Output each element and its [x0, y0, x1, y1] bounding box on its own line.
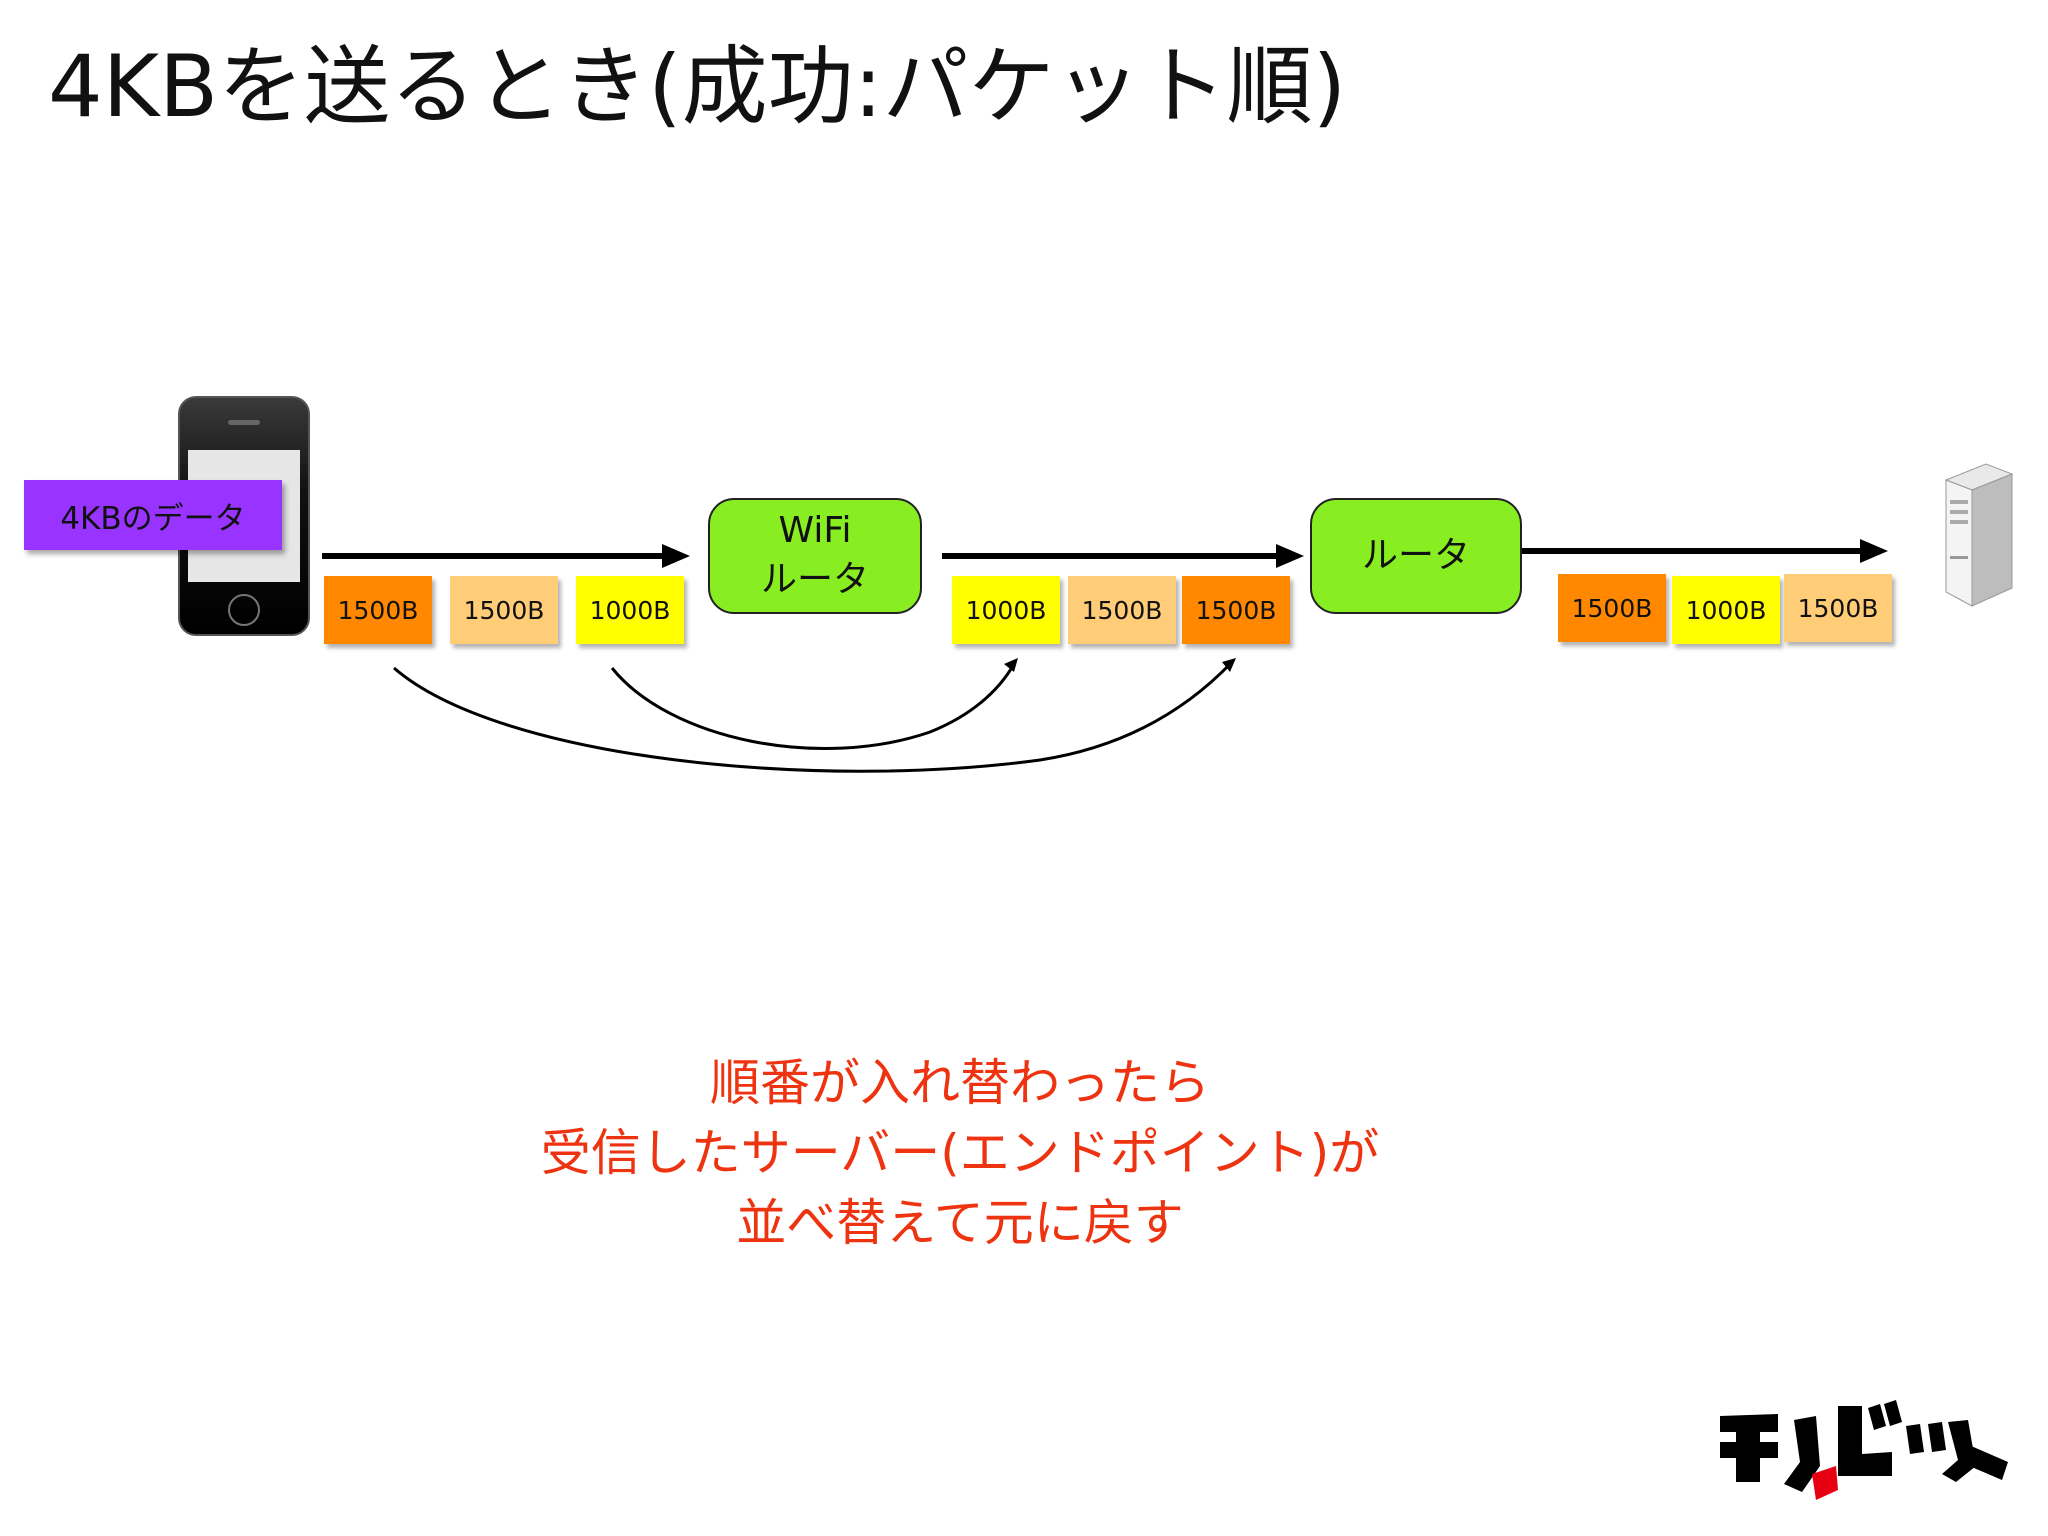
server-icon	[1944, 463, 2014, 607]
packet-sender-3: 1000B	[576, 576, 684, 644]
explanation-note: 順番が入れ替わったら 受信したサーバー(エンドポイント)が 並べ替えて元に戻す	[400, 1048, 1520, 1258]
router: ルータ	[1310, 498, 1522, 614]
monobit-logo	[1720, 1400, 2008, 1500]
packet-sender-2: 1500B	[450, 576, 558, 644]
curve-third-arrowhead	[1004, 658, 1018, 672]
packet-final-3: 1500B	[1784, 574, 1892, 642]
note-line-1: 順番が入れ替わったら	[710, 1054, 1210, 1112]
router-label: ルータ	[1361, 534, 1470, 576]
arrowhead-phone-to-wifi	[662, 544, 690, 568]
curve-third-packet	[610, 663, 1016, 751]
wifi-router: WiFi ルータ	[708, 498, 922, 614]
packet-mid-2: 1500B	[1068, 576, 1176, 644]
note-line-3: 並べ替えて元に戻す	[736, 1194, 1184, 1252]
data-label: 4KBのデータ	[24, 480, 282, 550]
note-line-2: 受信したサーバー(エンドポイント)が	[540, 1124, 1380, 1182]
packet-mid-3: 1500B	[1182, 576, 1290, 644]
packet-final-1: 1500B	[1558, 574, 1666, 642]
packet-mid-1: 1000B	[952, 576, 1060, 644]
arrowhead-router-to-server	[1860, 539, 1888, 563]
packet-sender-1: 1500B	[324, 576, 432, 644]
phone-home-button	[228, 594, 260, 626]
wifi-router-line1: WiFi	[778, 510, 852, 552]
wifi-router-line2: ルータ	[760, 559, 869, 600]
phone-speaker	[228, 420, 260, 425]
curve-first-packet	[393, 660, 1234, 773]
packet-final-2: 1000B	[1672, 576, 1780, 644]
curve-first-arrowhead	[1222, 658, 1236, 672]
arrowhead-wifi-to-router	[1276, 544, 1304, 568]
slide-title: 4KBを送るとき(成功:パケット順)	[48, 37, 1347, 137]
